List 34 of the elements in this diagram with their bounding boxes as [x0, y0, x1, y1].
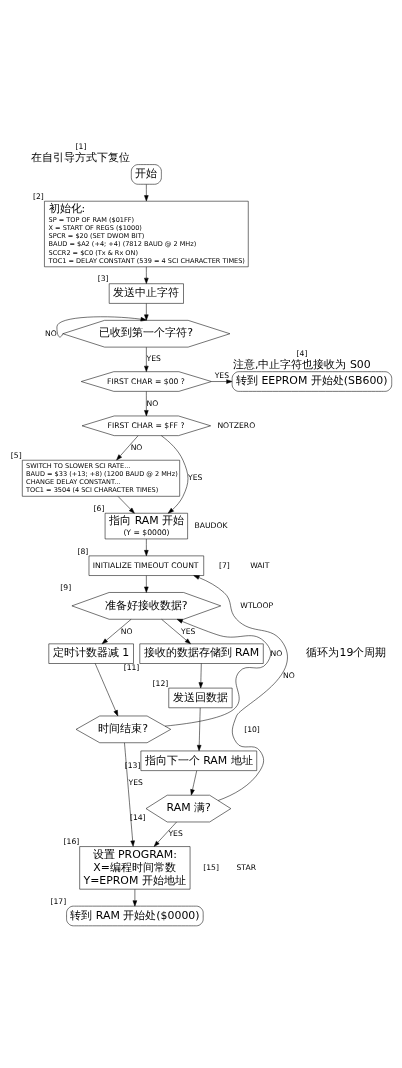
arrow	[197, 707, 202, 752]
arrow	[144, 347, 149, 372]
node-box: 发送回数据	[168, 687, 233, 709]
arrow	[193, 575, 288, 801]
arrow	[164, 619, 271, 727]
arrow	[132, 889, 138, 907]
node-box: 接收的数据存储到 RAM	[139, 643, 264, 664]
label: 循环为19个周期	[306, 646, 387, 660]
arrow	[144, 184, 149, 202]
node-box: 转到 RAM 开始处($0000)	[66, 905, 204, 927]
arrow	[161, 435, 189, 514]
arrow	[124, 742, 135, 847]
node-label: 在自引导方式下复位	[31, 151, 131, 165]
arrow	[144, 303, 149, 321]
arrow	[211, 379, 233, 384]
node-box: 发送中止字符	[108, 283, 184, 304]
arrow	[144, 266, 149, 284]
arrow	[144, 391, 149, 417]
node-box: 设置 PROGRAM: X=编程时间常数 Y=EPROM 开始地址	[79, 846, 191, 890]
arrow	[94, 663, 119, 717]
arrow	[101, 619, 132, 645]
arrow	[116, 435, 139, 461]
node-box: 开始	[131, 164, 162, 185]
arrow	[190, 770, 197, 796]
arrow	[153, 821, 177, 847]
node-box: 转到 EEPROM 开始处(SB600)	[231, 371, 392, 392]
arrow	[144, 575, 149, 593]
arrow	[198, 663, 203, 689]
node-box: 定时计数器减 1	[48, 643, 134, 664]
node-box: 指向下一个 RAM 地址	[140, 750, 257, 771]
arrow	[161, 619, 191, 645]
node-label: 注意,中止字符也接收为 S00	[232, 358, 371, 372]
arrow	[144, 538, 149, 557]
arrow	[117, 496, 135, 514]
